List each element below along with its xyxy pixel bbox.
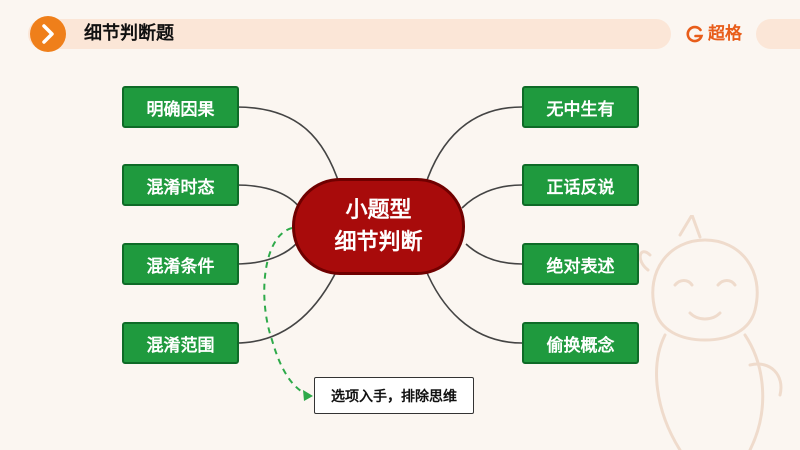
mascot-illustration [638, 215, 783, 450]
tip-box: 选项入手，排除思维 [314, 377, 474, 414]
branch-left-1: 明确因果 [122, 86, 239, 128]
branch-right-2: 正话反说 [522, 164, 639, 206]
link-left-3 [235, 243, 297, 265]
link-right-4 [424, 267, 523, 344]
branch-left-2: 混淆时态 [122, 164, 239, 206]
header-bar-right [756, 19, 800, 49]
branch-right-1: 无中生有 [522, 86, 639, 128]
link-right-1 [424, 106, 523, 187]
center-line-1: 小题型 [345, 197, 412, 223]
link-left-4 [235, 267, 339, 344]
link-right-3 [465, 243, 523, 265]
center-node: 小题型 细节判断 [292, 178, 465, 275]
page-title: 细节判断题 [84, 23, 174, 44]
branch-right-3: 绝对表述 [522, 243, 639, 285]
branch-left-4: 混淆范围 [122, 322, 239, 364]
brand-logo-icon [686, 25, 704, 43]
dashed-arrow [263, 227, 311, 397]
arrow-head [303, 390, 313, 401]
link-right-2 [461, 184, 523, 209]
chevron-right-icon[interactable] [30, 16, 66, 52]
link-left-2 [235, 184, 301, 209]
brand-name: 超格 [708, 24, 742, 44]
header-bar [28, 19, 671, 49]
brand: 超格 [686, 20, 742, 48]
link-left-1 [235, 106, 341, 187]
branch-left-3: 混淆条件 [122, 243, 239, 285]
branch-right-4: 偷换概念 [522, 322, 639, 364]
center-line-2: 细节判断 [334, 229, 423, 255]
